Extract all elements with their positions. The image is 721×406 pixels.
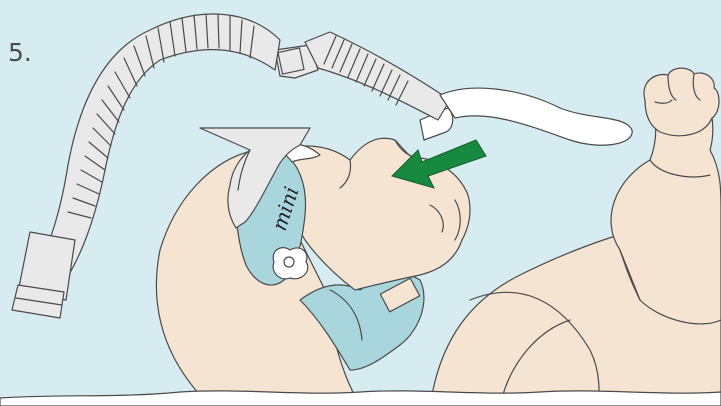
mask-emblem xyxy=(273,248,308,279)
step-number: 5. xyxy=(8,38,32,67)
